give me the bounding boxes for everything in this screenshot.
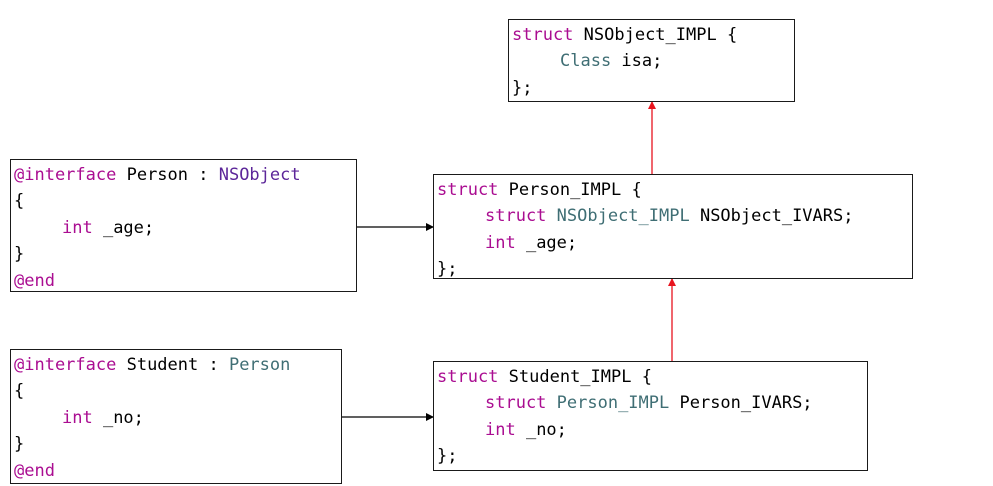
struct-name: Person_IMPL { [498,180,642,200]
code-line: struct NSObject_IMPL NSObject_IVARS; [437,203,909,229]
code-line: @end [14,458,338,483]
keyword: @end [14,270,55,291]
code-line: struct NSObject_IMPL { [512,22,791,48]
field-name: _no; [92,407,144,428]
code-line: int _age; [437,230,909,256]
code-line: { [14,381,25,402]
code-line: { [14,191,25,212]
code-line: } [14,244,25,265]
keyword: @interface [14,165,117,185]
keyword: int [62,407,93,428]
keyword: int [485,232,516,253]
field-name: _no; [515,419,567,440]
nsobject-impl-box: struct NSObject_IMPL { Class isa; }; [508,19,795,102]
field-name: Person_IVARS; [669,393,813,414]
field-name: _age; [92,217,155,238]
code-line: Class isa; [512,48,791,74]
keyword: struct [485,393,547,414]
person-impl-box: struct Person_IMPL { struct NSObject_IMP… [433,174,913,279]
keyword: struct [485,206,547,227]
keyword: @end [14,460,55,481]
code-line: int _age; [14,215,353,241]
person-interface-box: @interface Person : NSObject { int _age;… [10,159,357,292]
field-name: NSObject_IVARS; [689,206,854,227]
superclass-name: NSObject [218,165,301,185]
keyword: struct [437,180,499,200]
code-line: struct Person_IMPL { [437,177,909,203]
keyword: struct [437,367,499,387]
code-line: struct Student_IMPL { [437,364,864,390]
keyword: int [62,217,93,238]
type-name: Class [560,51,612,72]
code-line: }; [437,259,458,279]
keyword: @interface [14,355,117,375]
code-line: struct Person_IMPL Person_IVARS; [437,390,864,416]
type-name: Person_IMPL [546,393,670,414]
code-line: }; [437,446,458,467]
struct-name: Student_IMPL { [498,367,652,387]
field-name: isa; [611,51,663,72]
student-interface-box: @interface Student : Person { int _no; }… [10,349,342,484]
struct-name: NSObject_IMPL { [573,25,738,45]
code-line: @interface Student : Person [14,352,338,378]
code-line: @interface Person : NSObject [14,162,353,188]
code-line: int _no; [437,417,864,443]
keyword: int [485,419,516,440]
code-line: }; [512,77,533,98]
class-decl: Student : [116,355,229,375]
student-impl-box: struct Student_IMPL { struct Person_IMPL… [433,361,868,471]
superclass-name: Person [228,355,291,375]
code-line: int _no; [14,405,338,431]
class-decl: Person : [116,165,219,185]
code-line: @end [14,268,353,291]
keyword: struct [512,25,574,45]
type-name: NSObject_IMPL [546,206,690,227]
field-name: _age; [515,232,578,253]
code-line: } [14,434,25,455]
